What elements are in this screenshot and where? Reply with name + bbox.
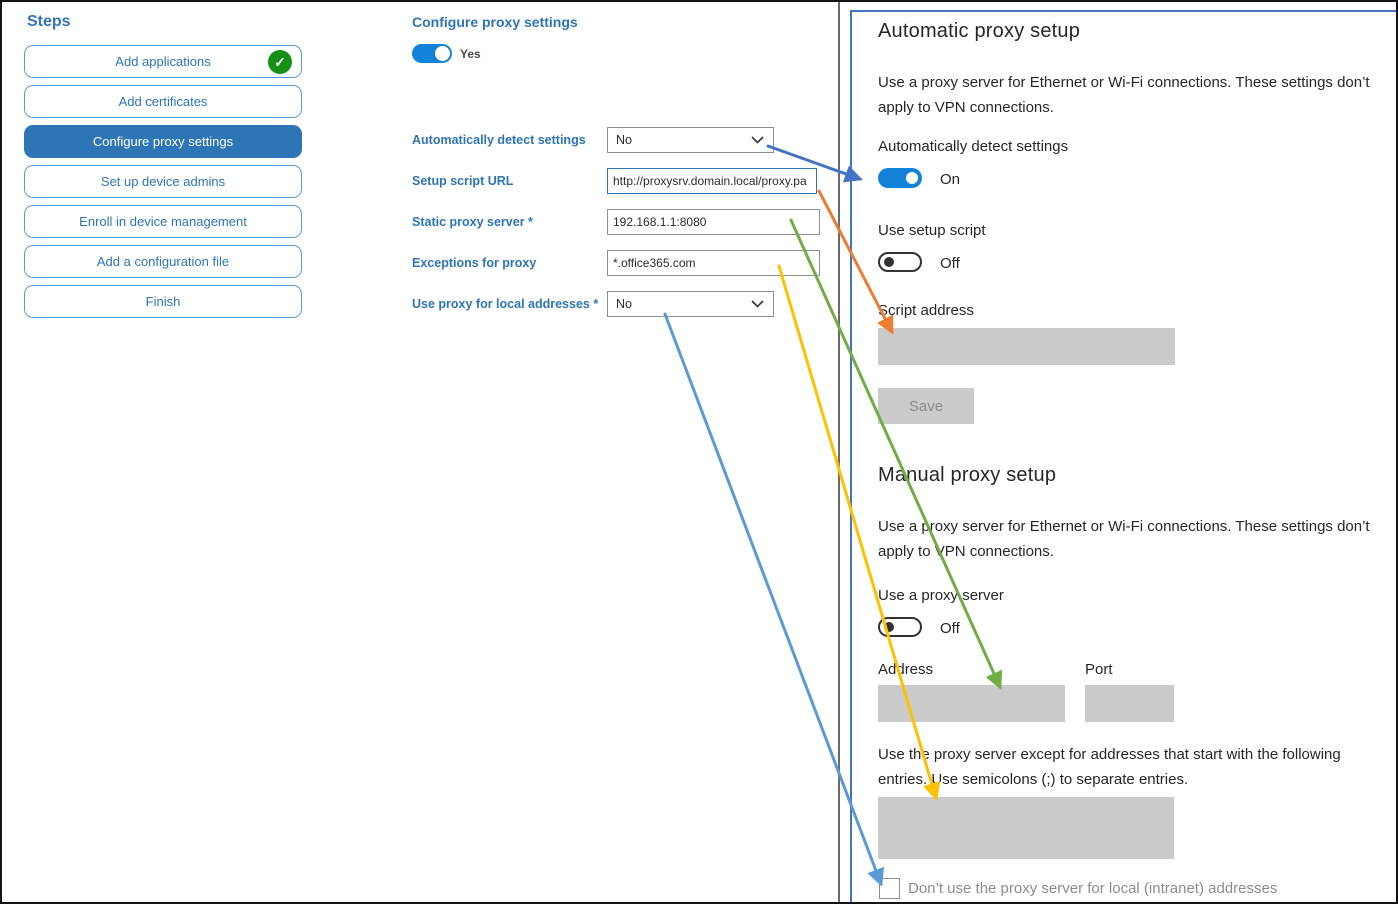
local-addresses-arrow <box>663 312 885 887</box>
step-set-up-device-admins[interactable]: Set up device admins <box>24 165 302 198</box>
step-add-certificates[interactable]: Add certificates <box>24 85 302 118</box>
step-label: Finish <box>145 294 181 309</box>
address-input <box>878 685 1065 722</box>
setup-script-url-input[interactable] <box>607 168 817 194</box>
port-input <box>1085 685 1174 722</box>
script-address-input <box>878 328 1175 365</box>
use-setup-script-state: Off <box>940 255 960 272</box>
use-proxy-server-state: Off <box>940 620 960 637</box>
address-label: Address <box>878 661 934 678</box>
automatic-proxy-heading: Automatic proxy setup <box>878 20 1081 42</box>
vertical-divider <box>838 2 840 902</box>
detect-settings-state: On <box>940 171 961 188</box>
manual-proxy-description: Use a proxy server for Ethernet or Wi-Fi… <box>878 518 1370 560</box>
field-label-static-proxy-server: Static proxy server * <box>412 215 533 229</box>
toggle-knob <box>884 622 894 632</box>
save-button: Save <box>878 388 974 424</box>
step-add-a-configuration-file[interactable]: Add a configuration file <box>24 245 302 278</box>
settings-panel-border <box>850 10 1396 12</box>
use-proxy-server-label: Use a proxy server <box>878 587 1004 604</box>
settings-panel-border <box>850 10 852 902</box>
toggle-knob <box>435 46 450 61</box>
step-enroll-in-device-management[interactable]: Enroll in device management <box>24 205 302 238</box>
field-label-setup-script-url: Setup script URL <box>412 174 514 188</box>
field-label-exceptions-for-proxy: Exceptions for proxy <box>412 256 537 270</box>
chevron-down-icon <box>751 300 764 308</box>
step-add-applications[interactable]: Add applications ✓ <box>24 45 302 78</box>
proxy-exceptions-input[interactable] <box>607 250 820 276</box>
steps-title: Steps <box>27 13 71 30</box>
manual-proxy-heading: Manual proxy setup <box>878 464 1057 486</box>
detect-settings-toggle[interactable] <box>878 168 922 188</box>
toggle-knob <box>884 257 894 267</box>
step-finish[interactable]: Finish <box>24 285 302 318</box>
page-title: Configure proxy settings <box>412 14 578 30</box>
use-setup-script-toggle[interactable] <box>878 252 922 272</box>
select-value: No <box>616 133 632 147</box>
completed-check-icon: ✓ <box>268 50 292 74</box>
detect-settings-label: Automatically detect settings <box>878 138 1069 155</box>
configure-proxy-toggle-state: Yes <box>460 47 481 61</box>
field-label-use-proxy-local: Use proxy for local addresses * <box>412 297 599 311</box>
step-configure-proxy-settings[interactable]: Configure proxy settings <box>24 125 302 158</box>
use-proxy-local-select[interactable]: No <box>607 291 774 317</box>
toggle-knob <box>906 172 918 184</box>
chevron-down-icon <box>751 136 764 144</box>
use-proxy-server-toggle[interactable] <box>878 617 922 637</box>
field-label-auto-detect: Automatically detect settings <box>412 133 586 147</box>
step-label: Add applications <box>115 54 211 69</box>
step-label: Configure proxy settings <box>92 134 234 149</box>
step-label: Add a configuration file <box>96 254 230 269</box>
configure-proxy-toggle[interactable] <box>412 44 452 63</box>
auto-detect-select[interactable]: No <box>607 127 774 153</box>
script-address-label: Script address <box>878 302 974 319</box>
automatic-proxy-description: Use a proxy server for Ethernet or Wi-Fi… <box>878 74 1370 116</box>
step-label: Set up device admins <box>100 174 226 189</box>
local-addresses-checkbox <box>879 878 900 899</box>
static-proxy-server-input[interactable] <box>607 209 820 235</box>
select-value: No <box>616 297 632 311</box>
proxy-exceptions-description: Use the proxy server except for addresse… <box>878 746 1341 788</box>
port-label: Port <box>1085 661 1113 678</box>
local-addresses-checkbox-label: Don’t use the proxy server for local (in… <box>908 880 1278 897</box>
step-label: Add certificates <box>118 94 208 109</box>
use-setup-script-label: Use setup script <box>878 222 986 239</box>
step-label: Enroll in device management <box>79 214 247 229</box>
proxy-exceptions-textarea <box>878 797 1174 859</box>
